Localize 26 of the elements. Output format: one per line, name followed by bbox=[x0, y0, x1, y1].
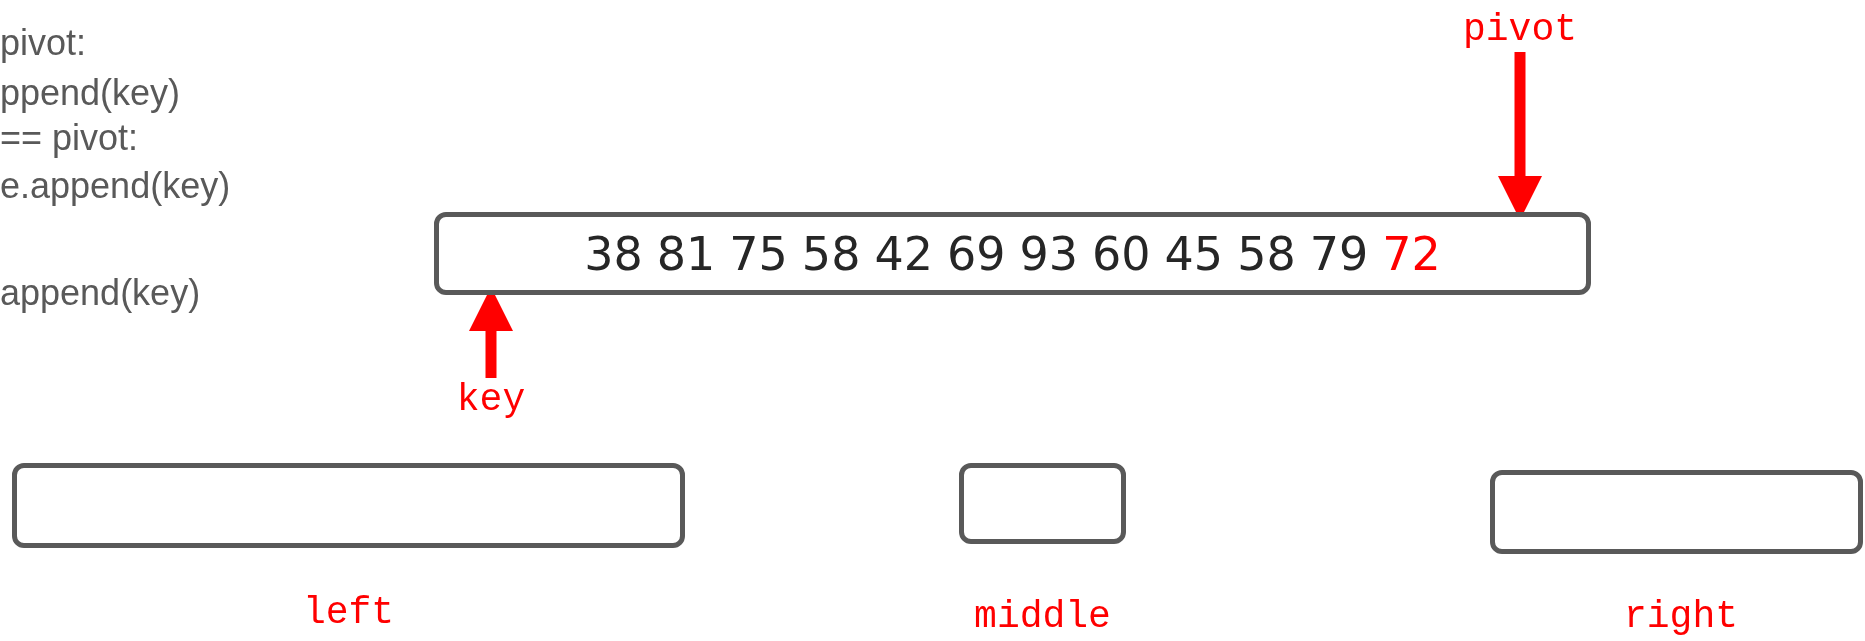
array-value: 45 bbox=[1164, 226, 1224, 281]
code-line: ppend(key) bbox=[0, 72, 181, 114]
array-value: 93 bbox=[1019, 226, 1079, 281]
empty-list-box bbox=[12, 463, 685, 548]
array-value: 42 bbox=[874, 226, 933, 281]
box-caption: left bbox=[301, 591, 396, 634]
array-value: 72 bbox=[1382, 226, 1441, 281]
code-line: e.append(key) bbox=[0, 165, 231, 207]
array-value: 79 bbox=[1309, 226, 1369, 281]
array-value: 38 bbox=[584, 226, 643, 281]
array-value: 69 bbox=[946, 226, 1006, 281]
array-box bbox=[434, 212, 1591, 295]
code-line: == pivot: bbox=[0, 117, 139, 159]
empty-list-box bbox=[1490, 470, 1863, 554]
code-line: append(key) bbox=[0, 272, 201, 314]
box-caption: middle bbox=[973, 595, 1112, 638]
empty-list-box bbox=[959, 463, 1126, 544]
array-value: 60 bbox=[1092, 226, 1151, 281]
array-value: 75 bbox=[729, 226, 788, 281]
pointer-label: pivot bbox=[1420, 8, 1620, 52]
array-value: 58 bbox=[801, 226, 861, 281]
pointer-label: key bbox=[431, 378, 551, 422]
array-value: 81 bbox=[656, 226, 716, 281]
array-value: 58 bbox=[1237, 226, 1296, 281]
code-line: pivot: bbox=[0, 22, 87, 64]
box-caption: right bbox=[1623, 595, 1739, 638]
